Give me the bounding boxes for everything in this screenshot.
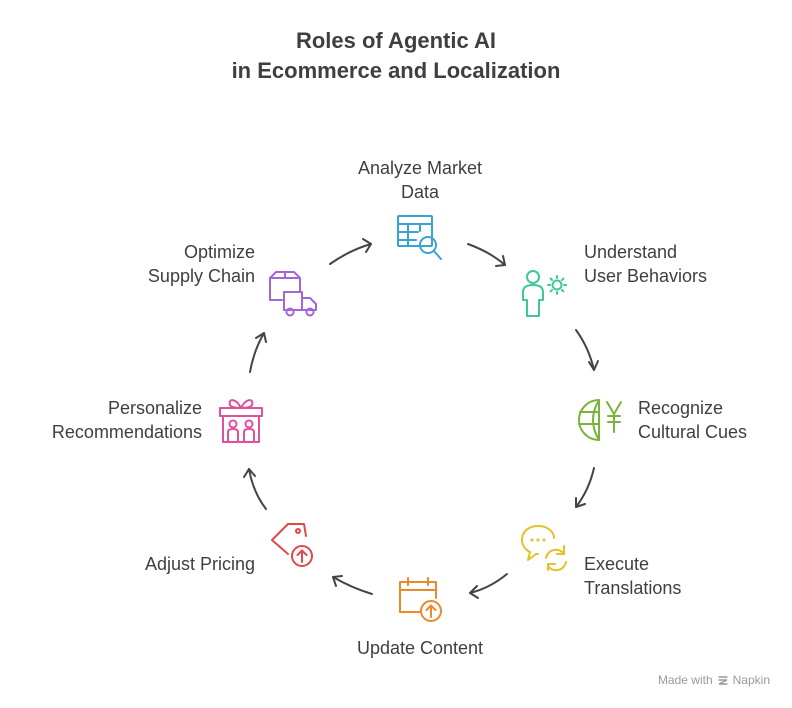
box-truck-icon (269, 271, 317, 317)
diagram-title-line2: in Ecommerce and Localization (231, 58, 561, 83)
made-with-text: Made with (657, 673, 713, 687)
table-search-icon (397, 215, 442, 260)
user-gear-icon (522, 270, 567, 317)
globe-yen-icon (578, 399, 622, 441)
chat-refresh-icon (521, 525, 567, 572)
diagram-title-line1: Roles of Agentic AI (295, 28, 497, 53)
arrow-content-to-pricing (332, 575, 373, 595)
arrow-pricing-to-personalize (243, 468, 267, 510)
gift-people-icon (219, 399, 263, 443)
node-label-adjust-pricing: Adjust Pricing (144, 554, 255, 574)
price-tag-up-icon (271, 523, 313, 567)
arrow-supply-to-market (329, 238, 372, 265)
calendar-upload-icon (399, 577, 442, 622)
arrow-user-to-cultural (575, 329, 599, 371)
napkin-brand-text: Napkin (732, 673, 770, 687)
arrow-market-to-user (467, 243, 506, 267)
made-with-credit: Made with Napkin (658, 673, 770, 687)
napkin-logo-icon (717, 676, 728, 685)
node-label-update-content: Update Content (356, 638, 484, 658)
arrow-translations-to-content (469, 573, 508, 599)
arrow-cultural-to-translations (575, 467, 595, 508)
arrow-personalize-to-supply (249, 332, 267, 373)
